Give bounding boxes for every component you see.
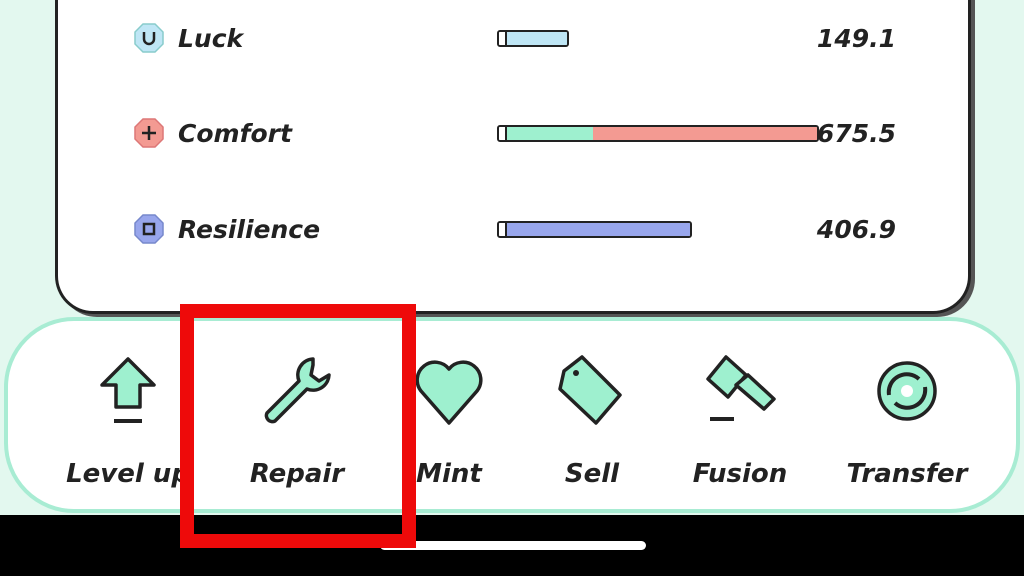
comfort-bar	[497, 125, 819, 142]
resilience-bar	[497, 221, 692, 238]
transfer-button[interactable]: Transfer	[832, 351, 982, 501]
transfer-cycle-icon	[877, 361, 937, 421]
repair-button[interactable]: Repair	[222, 351, 372, 501]
action-label: Level up	[66, 459, 190, 489]
comfort-plus-icon	[134, 118, 164, 148]
stat-value: 406.9	[816, 215, 896, 244]
action-label: Transfer	[846, 459, 968, 489]
wrench-icon	[264, 357, 331, 424]
heart-icon	[415, 360, 483, 425]
stat-label: Luck	[178, 24, 244, 53]
stat-label: Comfort	[178, 119, 292, 148]
mint-button[interactable]: Mint	[374, 351, 524, 501]
action-dock: Level up Repair Mint Sell Fusion Transfe…	[4, 317, 1020, 513]
highlight-box	[180, 304, 416, 548]
fusion-button[interactable]: Fusion	[665, 351, 815, 501]
arrow-up-icon	[100, 357, 156, 423]
tag-icon	[558, 355, 622, 425]
action-label: Mint	[416, 459, 482, 489]
action-label: Sell	[564, 459, 620, 489]
stat-label: Resilience	[178, 215, 321, 244]
stat-row-comfort: Comfort 675.5	[58, 113, 968, 153]
stat-value: 675.5	[816, 119, 896, 148]
action-label: Repair	[249, 459, 345, 489]
hammer-icon	[706, 355, 776, 421]
stat-value: 149.1	[816, 24, 896, 53]
luck-bar	[497, 30, 569, 47]
action-label: Fusion	[692, 459, 788, 489]
stat-row-resilience: Resilience 406.9	[58, 209, 968, 249]
home-indicator[interactable]	[380, 541, 646, 550]
stats-card: Luck 149.1 Comfort 675.5 Resilience 406.…	[55, 0, 971, 314]
level-up-button[interactable]: Level up	[53, 351, 203, 501]
resilience-square-icon	[134, 214, 164, 244]
stat-row-luck: Luck 149.1	[58, 18, 968, 58]
sell-button[interactable]: Sell	[517, 351, 667, 501]
luck-horseshoe-icon	[134, 23, 164, 53]
